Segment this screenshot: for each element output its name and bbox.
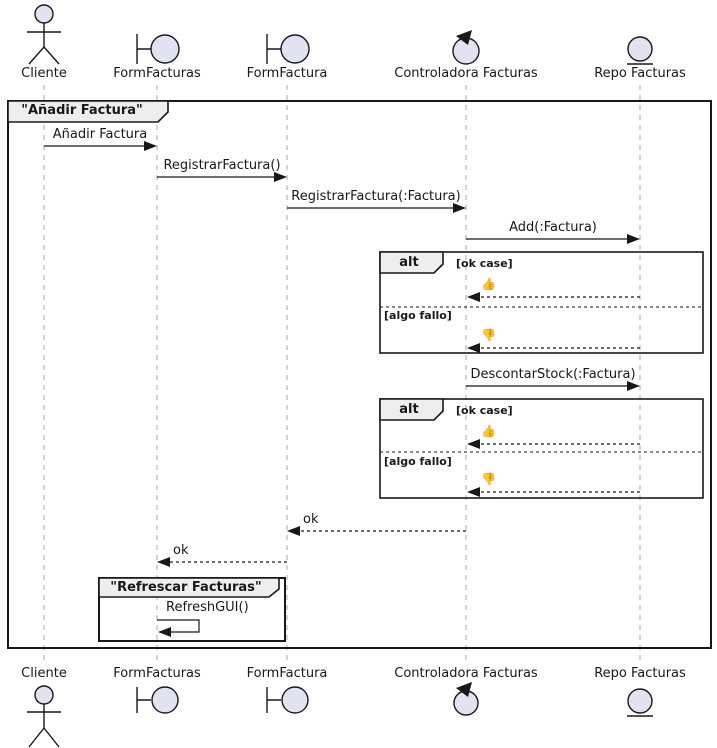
participant-label-controladora-top: Controladora Facturas <box>394 66 538 81</box>
thumbs-up-icon: 👍 <box>481 277 496 291</box>
boundary-icon-formfactura-bottom <box>266 686 309 714</box>
actor-icon-bottom <box>27 685 61 748</box>
alt1-reply-fail-arrow <box>467 343 640 353</box>
arrow-ok-to-formfactura <box>287 526 466 536</box>
alt1-guard-fail: [algo fallo] <box>384 309 452 322</box>
alt2-guard-fail: [algo fallo] <box>384 455 452 468</box>
thumbs-down-icon: 👎 <box>481 472 496 486</box>
entity-icon-repo-bottom <box>627 688 653 717</box>
message-label-registrarfactura-f: RegistrarFactura(:Factura) <box>291 189 461 204</box>
participant-label-controladora-bottom: Controladora Facturas <box>394 666 538 681</box>
thumbs-up-icon: 👍 <box>481 424 496 438</box>
arrow-registrarfactura <box>157 172 287 182</box>
alt2-operator-label: alt <box>399 402 419 417</box>
message-label-anadir-factura: Añadir Factura <box>52 127 148 142</box>
actor-icon-top <box>27 4 61 65</box>
participant-label-repo-top: Repo Facturas <box>594 66 686 81</box>
message-label-descontarstock: DescontarStock(:Factura) <box>470 367 636 382</box>
arrow-refreshgui-self <box>157 619 200 637</box>
inner-frame-label-pentagon <box>98 577 280 598</box>
boundary-icon-formfactura-top <box>266 34 310 64</box>
entity-icon-repo-top <box>627 36 653 65</box>
message-label-ok-2: ok <box>173 543 189 558</box>
participant-label-repo-bottom: Repo Facturas <box>594 666 686 681</box>
participant-label-formfactura-bottom: FormFactura <box>246 666 328 681</box>
alt1-operator-label: alt <box>399 255 419 270</box>
message-label-ok-1: ok <box>303 512 319 527</box>
thumbs-down-icon: 👎 <box>481 328 496 342</box>
message-label-refreshgui: RefreshGUI() <box>166 600 249 615</box>
participant-label-formfacturas-top: FormFacturas <box>113 66 201 81</box>
participant-label-cliente-bottom: Cliente <box>21 666 67 681</box>
arrow-ok-to-formfacturas <box>157 557 287 567</box>
alt2-label-pentagon <box>379 398 444 421</box>
participant-label-formfactura-top: FormFactura <box>246 66 328 81</box>
alt1-label-pentagon <box>379 251 444 274</box>
alt1-reply-ok-arrow <box>467 292 640 302</box>
participant-label-formfacturas-bottom: FormFacturas <box>113 666 201 681</box>
arrow-add-factura <box>466 234 640 244</box>
participant-label-cliente-top: Cliente <box>21 66 67 81</box>
arrow-registrarfactura-factura <box>287 203 466 213</box>
boundary-icon-formfacturas-top <box>136 34 180 64</box>
control-icon-controladora-bottom <box>453 682 479 716</box>
message-label-registrarfactura: RegistrarFactura() <box>163 158 281 173</box>
alt2-frame-border <box>379 398 704 499</box>
inner-frame-title: "Refrescar Facturas" <box>110 580 262 595</box>
alt1-guard-ok: [ok case] <box>456 257 513 270</box>
main-frame-title: "Añadir Factura" <box>21 103 143 118</box>
alt2-guard-ok: [ok case] <box>456 404 513 417</box>
control-icon-controladora-top <box>452 30 480 65</box>
arrow-descontarstock <box>466 381 640 391</box>
main-frame-border <box>7 100 712 649</box>
arrow-anadir-factura <box>44 141 157 151</box>
main-frame-label-pentagon <box>7 100 169 123</box>
boundary-icon-formfacturas-bottom <box>136 686 179 714</box>
alt2-reply-ok-arrow <box>467 439 640 449</box>
alt2-reply-fail-arrow <box>467 487 640 497</box>
alt1-frame-border <box>379 251 704 354</box>
message-label-add-factura: Add(:Factura) <box>509 220 597 235</box>
